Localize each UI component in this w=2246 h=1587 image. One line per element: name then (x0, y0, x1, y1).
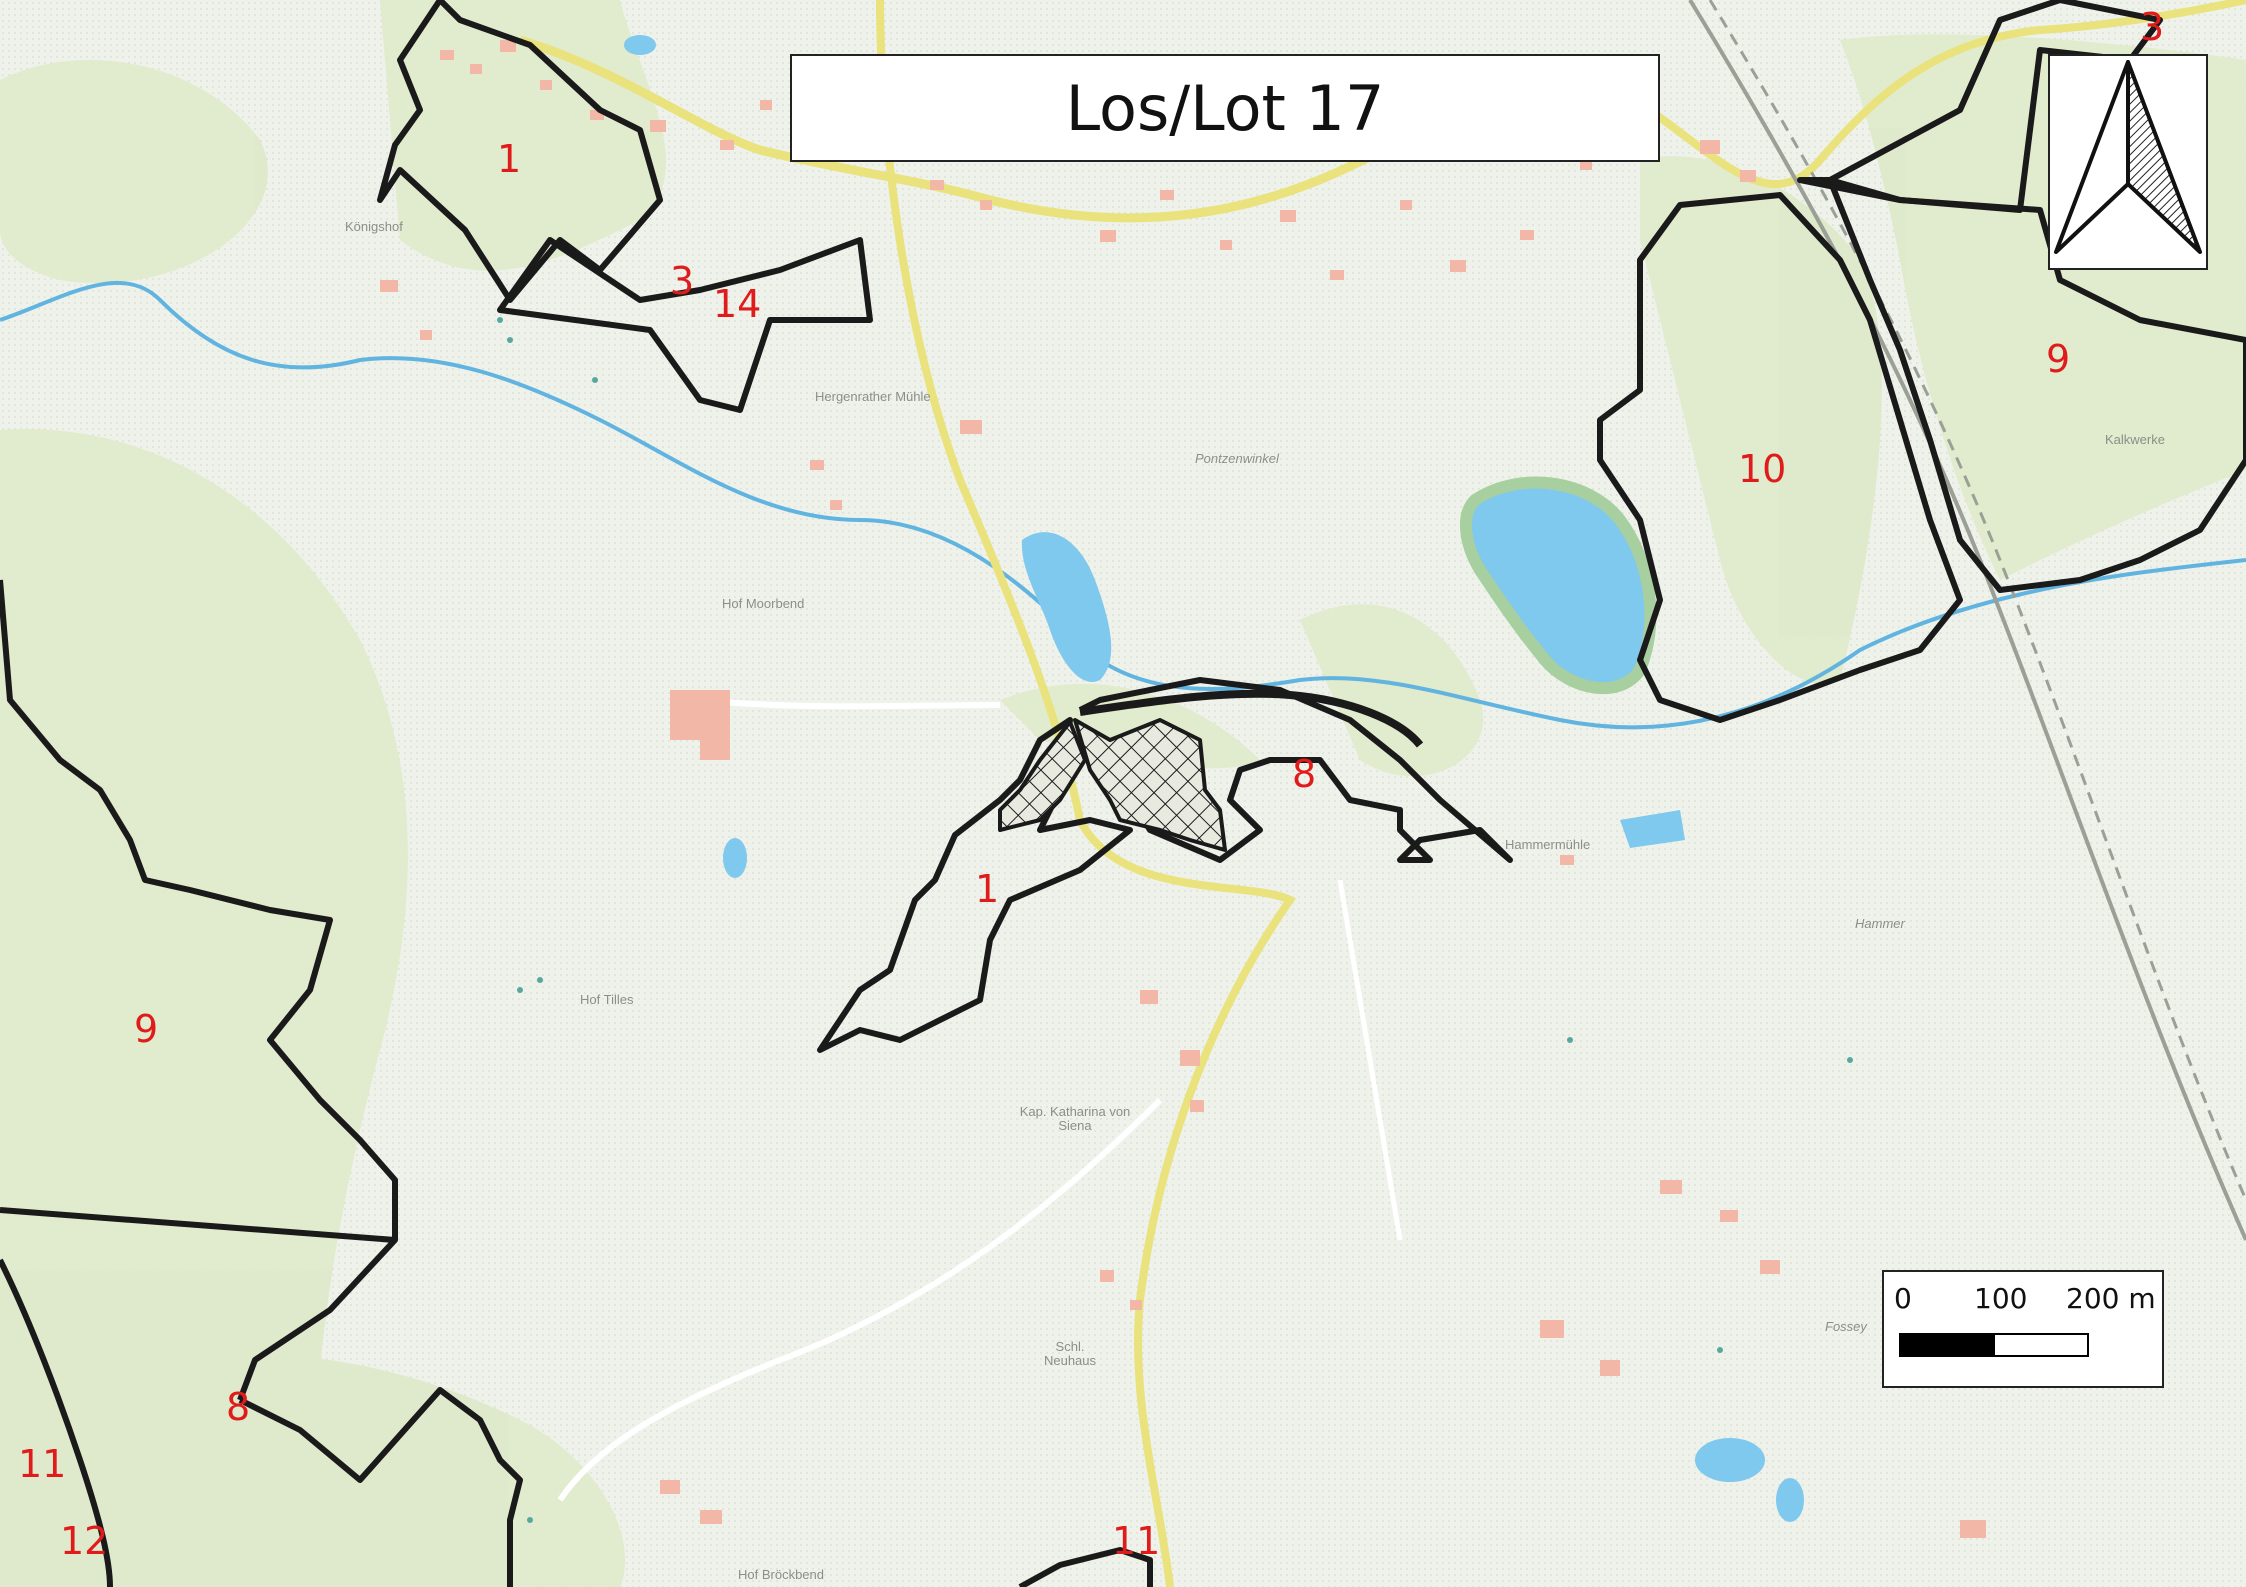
lot-label: 9 (134, 1007, 159, 1051)
lot-boundary-1-center (817, 717, 1133, 1053)
lot-label: 1 (497, 137, 522, 181)
place-label-konigshof: Königshof (345, 219, 403, 234)
scale-label: 0 (1894, 1282, 1912, 1315)
lot-boundary-11-12 (0, 1258, 113, 1587)
place-label-schl-neuhaus: Schl. Neuhaus (1043, 1339, 1097, 1369)
place-label-hammer: Hammer (1855, 916, 1905, 931)
lot-boundary-10 (1597, 192, 1963, 723)
place-label-hof-tilles: Hof Tilles (580, 992, 634, 1007)
lot-label: 11 (18, 1442, 67, 1486)
lot-label: 11 (1112, 1519, 1161, 1563)
lot-17-parcel (998, 689, 1424, 852)
lot-label: 12 (60, 1519, 109, 1563)
lake (1021, 532, 1112, 682)
vegetation-markers (497, 317, 1853, 1523)
lot-17-parcel-west (998, 720, 1087, 832)
scale-label: 100 (1974, 1282, 2028, 1315)
lot-boundary-1-top (377, 0, 663, 303)
place-label-fossey: Fossey (1825, 1319, 1867, 1334)
water-bodies (0, 35, 2246, 1522)
lot-label: 9 (2046, 337, 2071, 381)
place-label-hof-moorbend: Hof Moorbend (722, 596, 805, 611)
scale-bar-graphic (1899, 1333, 2089, 1357)
lot-17-strip (1079, 689, 1424, 748)
lake (1459, 476, 1657, 695)
lot-17-parcel-east (1073, 718, 1227, 852)
lot-label: 8 (1292, 752, 1317, 796)
north-arrow-icon (2054, 60, 2202, 254)
lot-label: 3 (2140, 5, 2165, 49)
lot-label: 8 (226, 1385, 251, 1429)
lot-label: 1 (975, 867, 1000, 911)
lot-boundary-9-11-divider (0, 1207, 396, 1243)
lot-boundary-8-center (1078, 677, 1513, 863)
north-arrow (2048, 54, 2208, 270)
scale-bar: 0 100 200 m (1882, 1270, 2164, 1388)
buildings (380, 40, 1986, 1538)
place-label-kap-katharina: Kap. Katharina von Siena (1019, 1104, 1131, 1134)
place-label-hammermuhle: Hammermühle (1505, 837, 1591, 852)
place-label-pontzenwinkel: Pontzenwinkel (1195, 451, 1279, 466)
lot-boundary-west (0, 579, 398, 1402)
lot-label: 10 (1738, 447, 1787, 491)
lot-label: 14 (713, 282, 762, 326)
place-label-kalkwerke: Kalkwerke (2105, 432, 2165, 447)
lot-boundary-south (1018, 1547, 1153, 1587)
place-label-hof-brockbend: Hof Bröckbend (738, 1567, 824, 1582)
scale-label: 200 m (2066, 1282, 2156, 1315)
lot-boundary-8-south (238, 1387, 523, 1587)
lot-label: 3 (670, 259, 695, 303)
place-label-hergenrather-muhle: Hergenrather Mühle (815, 389, 931, 404)
lot-boundary-3-14 (497, 237, 873, 413)
map-title: Los/Lot 17 (790, 54, 1660, 162)
